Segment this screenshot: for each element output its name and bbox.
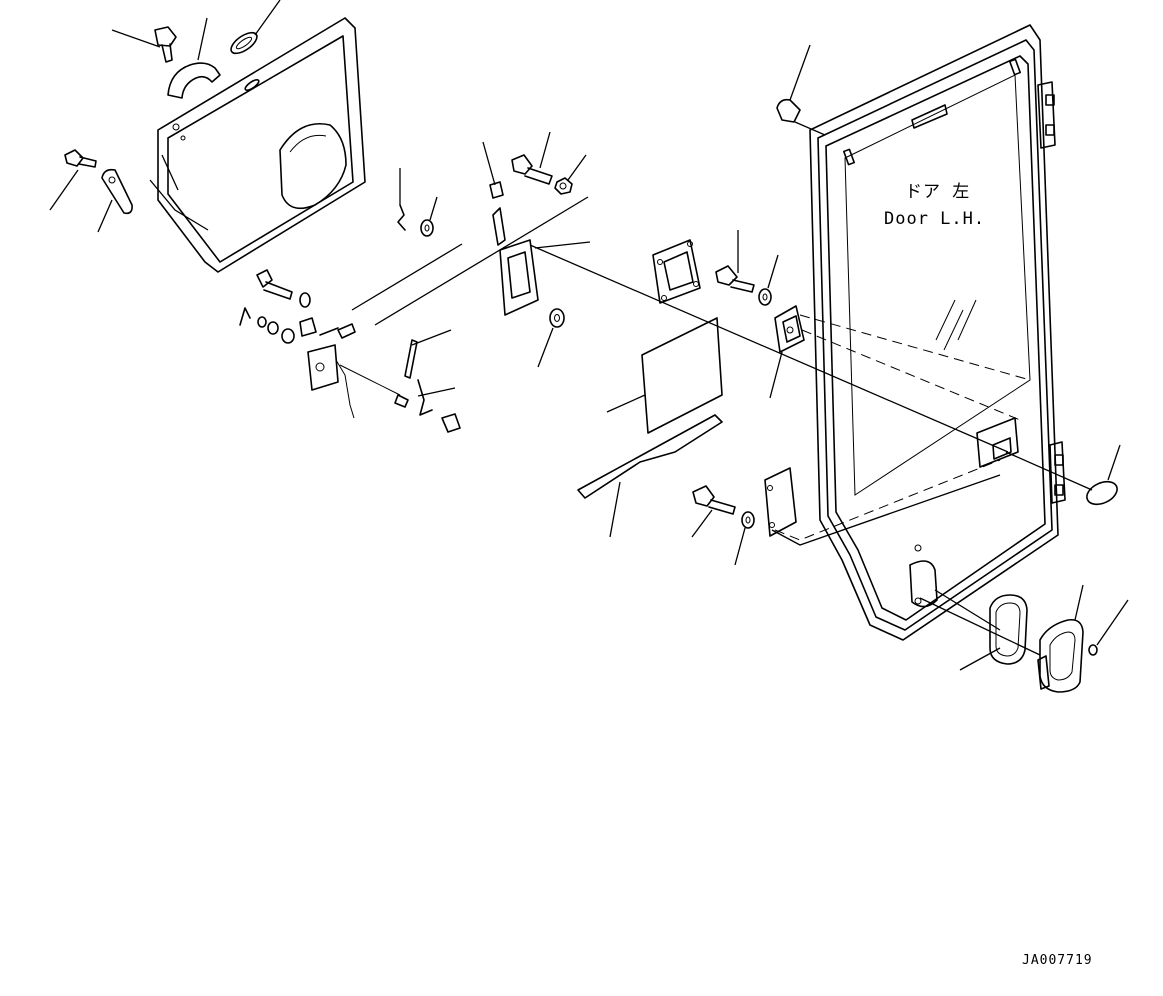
hinge-icon xyxy=(1049,441,1066,504)
grip-handle xyxy=(167,62,221,99)
oval-cap xyxy=(230,31,260,92)
door-label-english: Door L.H. xyxy=(884,209,985,229)
nut-icon xyxy=(554,177,573,195)
film-sheet xyxy=(641,317,723,434)
door-frame xyxy=(809,24,1059,641)
bolt-icon xyxy=(154,26,177,63)
handle-escutcheon xyxy=(989,594,1028,665)
inner-trim-panel xyxy=(157,17,366,273)
weatherstrip xyxy=(577,414,723,499)
bolt-icon xyxy=(511,154,553,185)
lock-rod xyxy=(404,339,461,433)
lock-mechanism-parts xyxy=(239,269,409,419)
oval-cap xyxy=(1086,480,1118,506)
bolt-and-bracket xyxy=(64,149,133,215)
bolt-icon xyxy=(715,265,755,293)
door-label-japanese: ドア 左 xyxy=(905,182,970,202)
washer-icon xyxy=(549,308,565,328)
washer-icon xyxy=(420,219,434,237)
spring-clip xyxy=(397,204,406,231)
mounting-plate xyxy=(652,239,701,304)
rubber-stopper xyxy=(776,98,801,123)
small-cap-icon xyxy=(1088,644,1098,656)
assembly-lines xyxy=(149,121,1093,656)
callout-leaders xyxy=(49,0,1129,671)
hinge-icon xyxy=(1037,81,1056,149)
washer-icon xyxy=(758,288,772,306)
outer-handle xyxy=(1037,618,1084,693)
bolt-icon xyxy=(692,485,736,515)
latch-bracket xyxy=(489,181,539,316)
lower-bracket xyxy=(764,467,797,537)
drawing-code: JA007719 xyxy=(1022,953,1093,968)
washer-icon xyxy=(741,511,755,529)
door-lock-assembly xyxy=(774,305,805,353)
